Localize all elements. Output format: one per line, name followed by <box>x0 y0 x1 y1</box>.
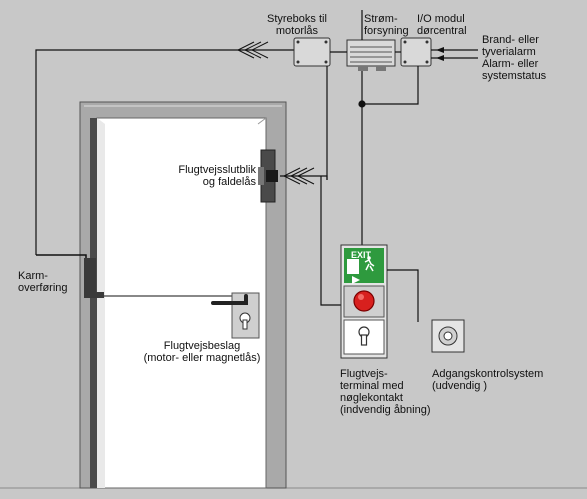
red-emergency-button-icon <box>353 290 375 312</box>
exit-sign-text: EXIT <box>351 250 372 260</box>
label-io-module: I/O modul dørcentral <box>417 13 467 37</box>
label-control-box-line1: Styreboks til <box>267 13 327 25</box>
label-strike-line2: og faldelås <box>202 176 256 188</box>
label-alarm-line2: tyverialarm <box>482 46 536 58</box>
wire-terminal-to-reader <box>387 269 419 322</box>
label-escape-fitting-line2: (motor- eller magnetlås) <box>143 352 261 364</box>
access-reader-icon <box>431 319 465 353</box>
label-access-control: Adgangskontrolsystem (udvendig ) <box>432 368 543 392</box>
label-frame-transfer-line1: Karm- <box>18 270 48 282</box>
label-power-supply-line2: forsyning <box>364 25 409 37</box>
label-power-supply: Strøm- forsyning <box>364 13 409 37</box>
label-escape-terminal-line4: (indvendig åbning) <box>340 404 431 416</box>
label-control-box-line2: motorlås <box>275 25 319 37</box>
frame-transfer-cable <box>36 254 104 298</box>
label-alarm-inputs: Brand- eller tyverialarm Alarm- eller sy… <box>482 34 546 82</box>
label-alarm-line1: Brand- eller <box>482 34 539 46</box>
label-escape-terminal-line1: Flugtvejs- <box>340 368 388 380</box>
label-escape-terminal: Flugtvejs- terminal med nøglekontakt (in… <box>340 368 431 416</box>
label-control-box: Styreboks til motorlås <box>267 13 327 37</box>
wire-control-to-frame <box>35 49 300 255</box>
escape-fitting <box>211 292 260 339</box>
wire-to-strike <box>280 175 343 306</box>
label-strike-line1: Flugtvejsslutblik <box>178 164 256 176</box>
signal-chevrons-top <box>236 41 269 59</box>
signal-chevrons-strike <box>282 167 315 185</box>
label-escape-terminal-line2: terminal med <box>340 380 404 392</box>
power-supply <box>346 39 396 71</box>
running-man-icon <box>347 259 359 274</box>
label-escape-fitting-line1: Flugtvejsbeslag <box>163 340 241 352</box>
io-module <box>400 37 432 67</box>
label-escape-terminal-line3: nøglekontakt <box>340 392 403 404</box>
label-access-control-line1: Adgangskontrolsystem <box>432 368 544 380</box>
label-alarm-line3: Alarm- eller <box>482 58 539 70</box>
label-io-module-line1: I/O modul <box>417 13 465 25</box>
label-frame-transfer: Karm- overføring <box>18 270 68 294</box>
label-escape-fitting: Flugtvejsbeslag (motor- eller magnetlås) <box>140 340 264 364</box>
label-io-module-line2: dørcentral <box>417 25 467 37</box>
label-access-control-line2: (udvendig ) <box>432 380 488 392</box>
door-leaf <box>90 117 267 489</box>
escape-terminal <box>340 244 388 359</box>
escape-strike <box>258 149 278 203</box>
control-box <box>293 37 331 67</box>
label-frame-transfer-line2: overføring <box>18 282 68 294</box>
label-alarm-line4: systemstatus <box>482 70 547 82</box>
key-cylinder-icon <box>358 326 370 346</box>
alarm-arrows <box>436 47 444 61</box>
label-power-supply-line1: Strøm- <box>364 13 398 25</box>
label-strike: Flugtvejsslutblik og faldelås <box>160 164 256 188</box>
